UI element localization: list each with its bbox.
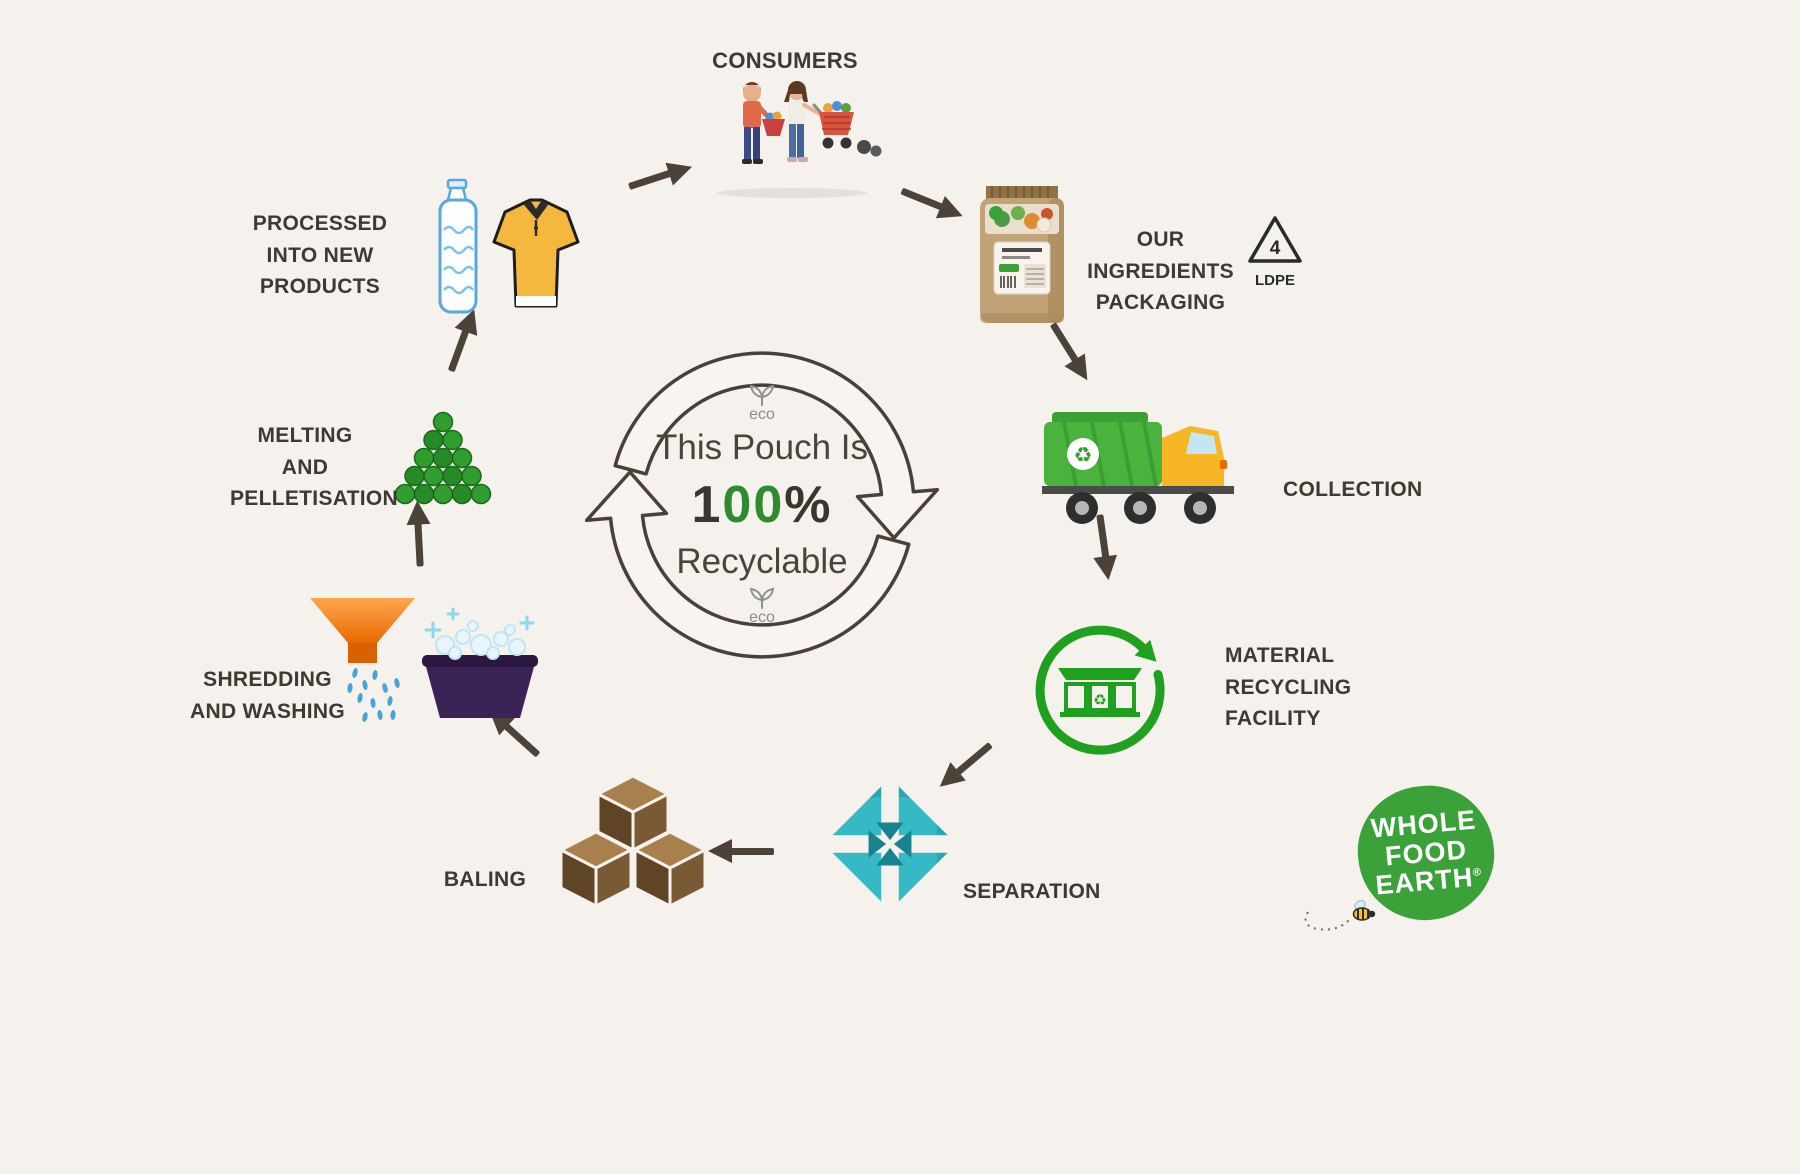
ldpe-resin-code: 4 LDPE [1245, 214, 1305, 289]
center-claim: eco This Pouch Is 100% Recyclable eco [612, 348, 912, 662]
recycle-symbol: ♻ [1093, 692, 1106, 709]
arrow-separation-to-baling [728, 848, 774, 855]
eco-sprout-icon [749, 587, 775, 609]
arrow-consumers-to-packaging [900, 187, 946, 212]
arrow-shredding-to-melting [414, 520, 424, 567]
separation-icon [817, 771, 963, 917]
ldpe-triangle-icon: 4 [1248, 216, 1302, 263]
percent-zeros: 00 [722, 476, 785, 534]
pouch-icon [980, 186, 1064, 323]
ldpe-text: LDPE [1254, 272, 1295, 289]
baling-cubes-icon [559, 774, 707, 908]
registered-mark: ® [1472, 866, 1482, 880]
eco-leaf-top: eco [748, 384, 776, 423]
eco-word-top: eco [749, 406, 775, 423]
percent-100: 100% [691, 475, 832, 535]
recycle-symbol: ♻ [1074, 444, 1093, 467]
packaging-label: OUR INGREDIENTS PACKAGING [1087, 228, 1234, 314]
arrow-melting-to-processed [447, 326, 471, 373]
center-line1: This Pouch Is [655, 428, 869, 467]
cycle-arrows-icon [584, 351, 940, 659]
pellets-icon [394, 411, 492, 505]
new-products-icon [438, 178, 580, 314]
eco-sprout-icon [749, 384, 775, 406]
shredding-label: SHREDDING AND WASHING [190, 668, 345, 723]
mrf-label: MATERIAL RECYCLING FACILITY [1225, 644, 1352, 730]
eco-leaf-bottom: eco [748, 587, 776, 626]
consumers-label: CONSUMERS [712, 48, 858, 73]
garbage-truck-icon: ♻ [1042, 412, 1234, 524]
bee-icon [1304, 900, 1376, 931]
ldpe-number: 4 [1270, 238, 1281, 259]
eco-word-bottom: eco [749, 609, 775, 626]
center-line2: Recyclable [676, 542, 848, 581]
melting-label: MELTING AND PELLETISATION [230, 424, 399, 510]
collection-label: COLLECTION [1283, 478, 1423, 501]
processed-label: PROCESSED INTO NEW PRODUCTS [252, 212, 388, 298]
consumers-icon [717, 81, 882, 198]
arrow-processed-to-consumers [628, 169, 674, 190]
material-recycling-facility-icon: ♻ [1035, 625, 1165, 755]
shredding-washing-icon [310, 598, 538, 722]
separation-label: SEPARATION [963, 880, 1101, 903]
percent-digit: 1 [691, 476, 723, 534]
percent-sign: % [784, 476, 833, 534]
baling-label: BALING [443, 868, 527, 891]
